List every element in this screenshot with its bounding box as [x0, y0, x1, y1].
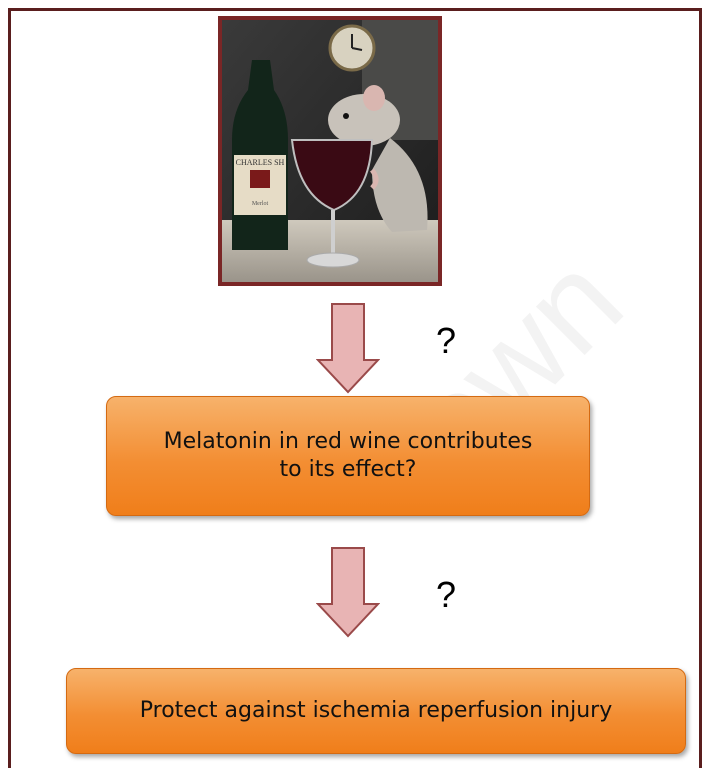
wine-glass — [290, 139, 374, 212]
rat-wine-photo: CHARLES SH Merlot — [218, 16, 442, 286]
question-mark-2: ? — [436, 574, 457, 615]
rat-head — [328, 94, 400, 146]
down-arrow-2 — [316, 547, 380, 638]
question-mark-1: ? — [436, 320, 457, 361]
down-arrow-1 — [316, 303, 380, 394]
melatonin-box: Melatonin in red wine contributes to its… — [106, 396, 590, 516]
rat-body — [372, 138, 428, 232]
ischemia-box: Protect against ischemia reperfusion inj… — [66, 668, 686, 754]
melatonin-box-line-1: Melatonin in red wine contributes — [163, 429, 533, 454]
ischemia-box-text: Protect against ischemia reperfusion inj… — [139, 698, 613, 723]
melatonin-box-text: Melatonin in red wine contributes to its… — [164, 428, 533, 484]
bottle-sublabel-text: Merlot — [252, 201, 269, 207]
photo-illustration: CHARLES SH Merlot — [222, 20, 438, 282]
bottle-label-text: CHARLES SH — [236, 158, 285, 167]
diagram-frame — [8, 8, 702, 768]
melatonin-box-line-2: to its effect? — [279, 457, 417, 482]
